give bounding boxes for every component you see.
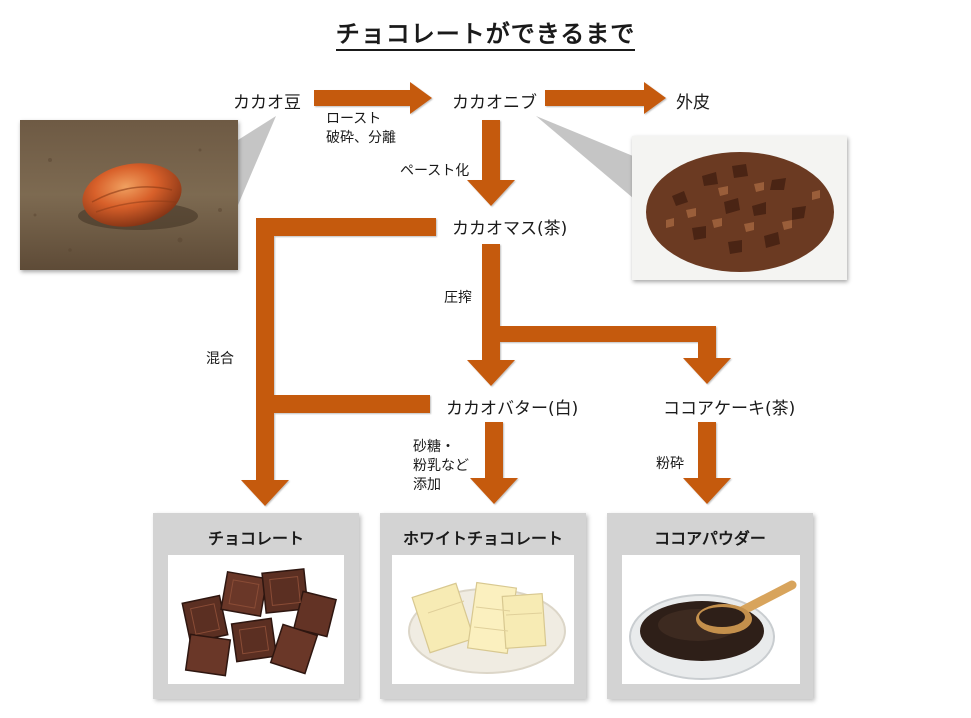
label-mix: 混合 [206, 351, 234, 367]
label-paste: ペースト化 [400, 163, 470, 179]
bean-callout-pointer [238, 116, 276, 205]
arrow-butter-join [274, 395, 430, 413]
chocolate-photo [168, 555, 344, 684]
product-white-chocolate-title: ホワイトチョコレート [402, 529, 563, 548]
white-chocolate-photo [392, 555, 574, 684]
panel-cocoa-powder: ココアパウダー [607, 513, 813, 699]
node-cacao-butter: カカオバター(白) [446, 399, 579, 419]
label-add-line3: 添加 [413, 477, 441, 493]
arrow-mix-to-chocolate [241, 218, 436, 506]
label-press: 圧搾 [444, 290, 472, 306]
product-cocoa-powder-title: ココアパウダー [654, 529, 766, 548]
arrow-cake-to-powder [683, 422, 731, 504]
title-text: チョコレートができるまで [335, 20, 636, 51]
node-cacao-mass: カカオマス(茶) [452, 219, 568, 239]
node-cocoa-cake: ココアケーキ(茶) [663, 399, 796, 419]
label-add: 砂糖・ 粉乳など 添加 [413, 438, 469, 495]
arrow-branch-to-cake [500, 326, 731, 384]
node-cacao-bean: カカオ豆 [233, 93, 301, 113]
panel-chocolate: チョコレート [153, 513, 359, 699]
arrow-nib-to-husk [545, 82, 666, 114]
label-roast: ロースト 破砕、分離 [326, 110, 396, 148]
nib-callout-pointer [536, 116, 633, 198]
label-add-line2: 粉乳など [413, 458, 469, 474]
arrow-mass-to-butter [467, 244, 515, 386]
label-grind: 粉砕 [656, 456, 684, 472]
arrow-nib-to-mass [467, 120, 515, 206]
label-roast-line2: 破砕、分離 [326, 130, 396, 146]
label-add-line1: 砂糖・ [413, 439, 455, 455]
product-chocolate-title: チョコレート [207, 529, 304, 548]
cacao-pod-photo [20, 120, 238, 270]
arrow-bean-to-nib [314, 82, 432, 114]
cocoa-powder-photo [622, 555, 800, 684]
node-cacao-nib: カカオニブ [452, 93, 537, 113]
panel-white-chocolate: ホワイトチョコレート [380, 513, 586, 699]
node-husk: 外皮 [676, 93, 710, 113]
cacao-nibs-photo [632, 136, 847, 280]
page-title: チョコレートができるまで [0, 14, 971, 51]
arrow-butter-to-white [470, 422, 518, 504]
label-roast-line1: ロースト [326, 111, 382, 127]
